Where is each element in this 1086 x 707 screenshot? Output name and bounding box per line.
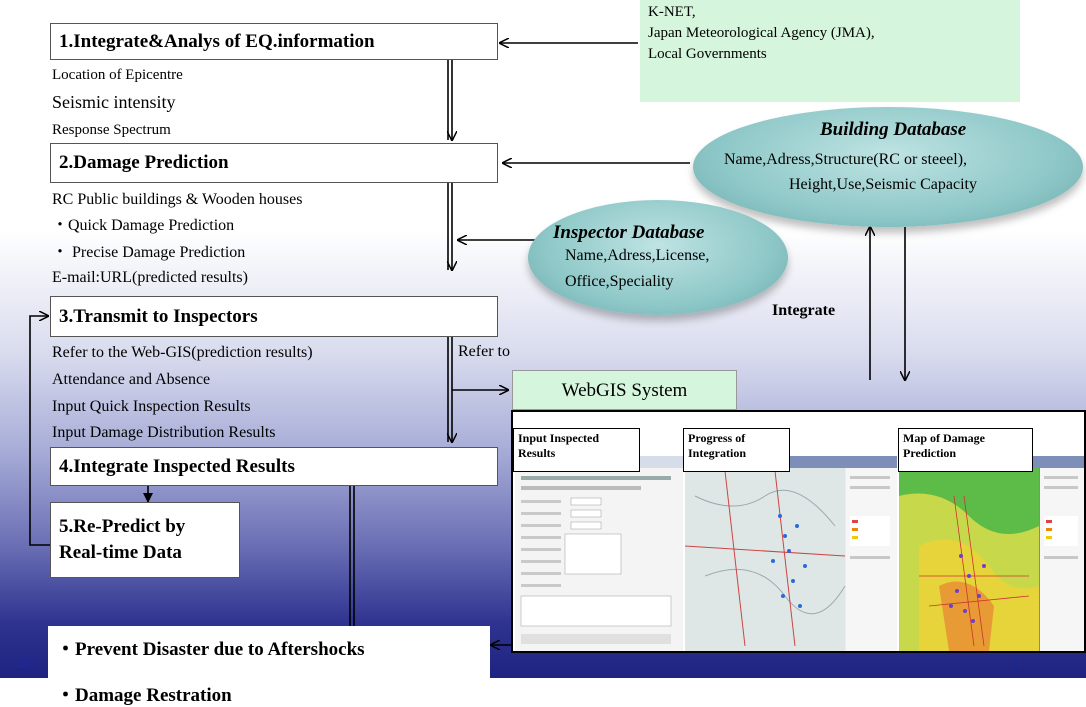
panel-label-input-inspected-line2: Results	[518, 446, 556, 460]
building-db-line2: Height,Use,Seismic Capacity	[789, 176, 977, 193]
inspector-database-ellipse	[528, 200, 788, 315]
step1-item-intensity: Seismic intensity	[52, 92, 176, 112]
footer-year-fragment: 20	[18, 654, 34, 670]
step2-item-precise: ・ Precise Damage Prediction	[52, 244, 246, 261]
webgis-screenshot-panel: Input Inspected Results Progress of Inte…	[511, 410, 1086, 653]
step-3-label: 3.Transmit to Inspectors	[59, 305, 258, 327]
panel-label-progress-line2: Integration	[688, 446, 746, 460]
inspector-db-line1: Name,Adress,License,	[565, 247, 710, 264]
outcome-damage-restoration: ・Damage Restration	[56, 685, 232, 706]
outcomes-box: ・Prevent Disaster due to Aftershocks ・Da…	[48, 626, 490, 706]
inspector-db-title: Inspector Database	[553, 222, 705, 243]
step-2-box: 2.Damage Prediction	[50, 143, 498, 183]
step2-item-quick: ・Quick Damage Prediction	[52, 217, 235, 234]
step-3-box: 3.Transmit to Inspectors	[50, 296, 498, 337]
step3-item-attendance: Attendance and Absence	[52, 371, 211, 388]
building-db-line1: Name,Adress,Structure(RC or steeel),	[724, 151, 968, 168]
panel-label-input-inspected-line1: Input Inspected	[518, 431, 600, 445]
step-5-label-line1: 5.Re-Predict by	[59, 516, 186, 538]
step-2-label: 2.Damage Prediction	[59, 152, 229, 173]
source-local-gov: Local Governments	[648, 46, 767, 62]
panel-label-progress: Progress of Integration	[683, 428, 790, 472]
panel-label-input-inspected: Input Inspected Results	[513, 428, 640, 472]
data-sources-box: K-NET, Japan Meteorological Agency (JMA)…	[640, 0, 1020, 102]
step1-item-spectrum: Response Spectrum	[52, 122, 171, 138]
refer-to-label: Refer to	[458, 343, 510, 360]
building-database-ellipse	[693, 107, 1083, 227]
outcomes-box-base	[48, 676, 490, 678]
input-inspected-screenshot	[515, 456, 683, 651]
source-jma: Japan Meteorological Agency (JMA),	[648, 25, 875, 41]
step2-item-email: E-mail:URL(predicted results)	[52, 269, 248, 286]
webgis-title: WebGIS System	[561, 379, 688, 401]
step-5-label-line2: Real-time Data	[59, 542, 182, 563]
progress-integration-screenshot	[685, 456, 897, 651]
damage-map-screenshot	[899, 456, 1084, 651]
panel-label-progress-line1: Progress of	[688, 431, 746, 445]
step3-item-quick-inspection: Input Quick Inspection Results	[52, 398, 251, 415]
webgis-title-box: WebGIS System	[512, 370, 737, 410]
page-number: 1	[1013, 652, 1021, 668]
source-knet: K-NET,	[648, 4, 696, 20]
step3-item-damage-distribution: Input Damage Distribution Results	[52, 424, 276, 441]
panel-label-damage-map-line1: Map of Damage	[903, 431, 985, 445]
step2-item-buildings: RC Public buildings & Wooden houses	[52, 191, 303, 208]
outcome-prevent-disaster: ・Prevent Disaster due to Aftershocks	[56, 639, 365, 660]
step-4-box: 4.Integrate Inspected Results	[50, 447, 498, 486]
step-5-box: 5.Re-Predict by Real-time Data	[50, 502, 240, 578]
arrow-step5-feedback	[29, 316, 50, 546]
integrate-label: Integrate	[772, 302, 836, 319]
panel-label-damage-map: Map of Damage Prediction	[898, 428, 1033, 472]
panel-label-damage-map-line2: Prediction	[903, 446, 957, 460]
inspector-db-line2: Office,Speciality	[565, 273, 674, 290]
step-4-label: 4.Integrate Inspected Results	[59, 455, 295, 477]
building-db-title: Building Database	[820, 119, 967, 140]
step-1-box: 1.Integrate&Analys of EQ.information	[50, 23, 498, 60]
step1-item-epicentre: Location of Epicentre	[52, 67, 183, 83]
step-1-label: 1.Integrate&Analys of EQ.information	[59, 30, 375, 52]
step3-item-webgis: Refer to the Web-GIS(prediction results)	[52, 344, 313, 361]
